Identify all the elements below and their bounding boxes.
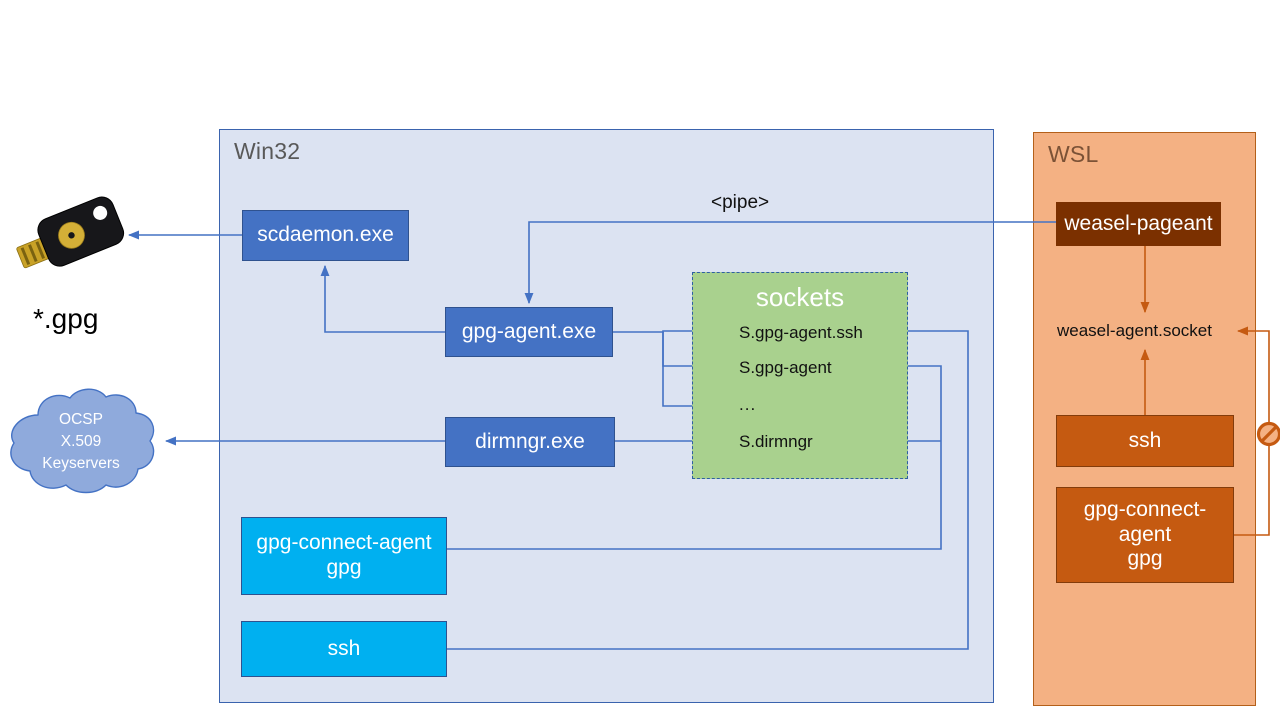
- node-gpg-connect-agent-wsl-line2: agent: [1118, 522, 1172, 546]
- node-scdaemon-exe-label: scdaemon.exe: [257, 223, 394, 247]
- wire-pipe-weaselpageant-to-gpgagent: [524, 221, 1056, 305]
- node-ssh-wsl-label: ssh: [1128, 428, 1162, 452]
- node-weasel-pageant-label: weasel-pageant: [1064, 211, 1213, 235]
- pipe-label: <pipe>: [711, 192, 770, 213]
- wire-gpgagent-to-socket-ssh: [613, 326, 713, 336]
- sockets-title: sockets: [755, 282, 845, 312]
- node-ssh-wsl[interactable]: ssh: [1056, 415, 1234, 467]
- wire-gpgagent-to-scdaemon: [320, 264, 445, 333]
- socket-item-gpg-agent-ssh: S.gpg-agent.ssh: [739, 323, 863, 342]
- node-ssh-win32[interactable]: ssh: [241, 621, 447, 677]
- node-dirmngr-exe[interactable]: dirmngr.exe: [445, 417, 615, 467]
- node-gpg-connect-agent-win32-line1: gpg-connect-agent: [256, 531, 432, 555]
- sockets-group: sockets S.gpg-agent.ssh S.gpg-agent ... …: [692, 272, 908, 479]
- cloud-line-keyservers: Keyservers: [42, 455, 120, 472]
- cloud-ocsp-keyservers: OCSP X.509 Keyservers: [2, 385, 160, 501]
- wire-sshwin-to-socket-agentssh: [447, 326, 969, 650]
- node-scdaemon-exe[interactable]: scdaemon.exe: [242, 210, 409, 261]
- socket-item-dirmngr: S.dirmngr: [739, 432, 813, 451]
- socket-item-gpg-agent: S.gpg-agent: [739, 358, 832, 377]
- panel-wsl-title: WSL: [1048, 141, 1099, 167]
- node-gpg-connect-agent-win32[interactable]: gpg-connect-agent gpg: [241, 517, 447, 595]
- socket-item-ellipsis: ...: [739, 395, 757, 414]
- node-gpg-connect-agent-wsl-line3: gpg: [1127, 547, 1163, 571]
- node-gpg-connect-agent-wsl-line1: gpg-connect-: [1083, 497, 1207, 521]
- node-weasel-pageant[interactable]: weasel-pageant: [1056, 202, 1221, 246]
- wire-gpgconnectwin-to-socket-agent: [447, 361, 942, 550]
- weasel-agent-socket-label: weasel-agent.socket: [1057, 321, 1212, 340]
- gpg-file-label: *.gpg: [33, 303, 99, 334]
- node-gpg-agent-exe[interactable]: gpg-agent.exe: [445, 307, 613, 357]
- node-gpg-agent-exe-label: gpg-agent.exe: [461, 319, 597, 343]
- cloud-shape-icon: [10, 388, 155, 494]
- wire-gpgconnectwsl-to-weaselsocket-blocked: [1234, 326, 1270, 536]
- usb-security-key-icon: [16, 196, 125, 269]
- node-ssh-win32-label: ssh: [327, 636, 361, 660]
- panel-win32-title: Win32: [234, 138, 301, 164]
- node-dirmngr-exe-label: dirmngr.exe: [475, 429, 585, 453]
- node-gpg-connect-agent-win32-line2: gpg: [326, 556, 362, 579]
- node-gpg-connect-agent-wsl[interactable]: gpg-connect- agent gpg: [1056, 487, 1234, 583]
- cloud-line-x509: X.509: [60, 433, 102, 450]
- cloud-line-ocsp: OCSP: [59, 411, 103, 428]
- cloud-text: OCSP X.509 Keyservers: [2, 409, 160, 475]
